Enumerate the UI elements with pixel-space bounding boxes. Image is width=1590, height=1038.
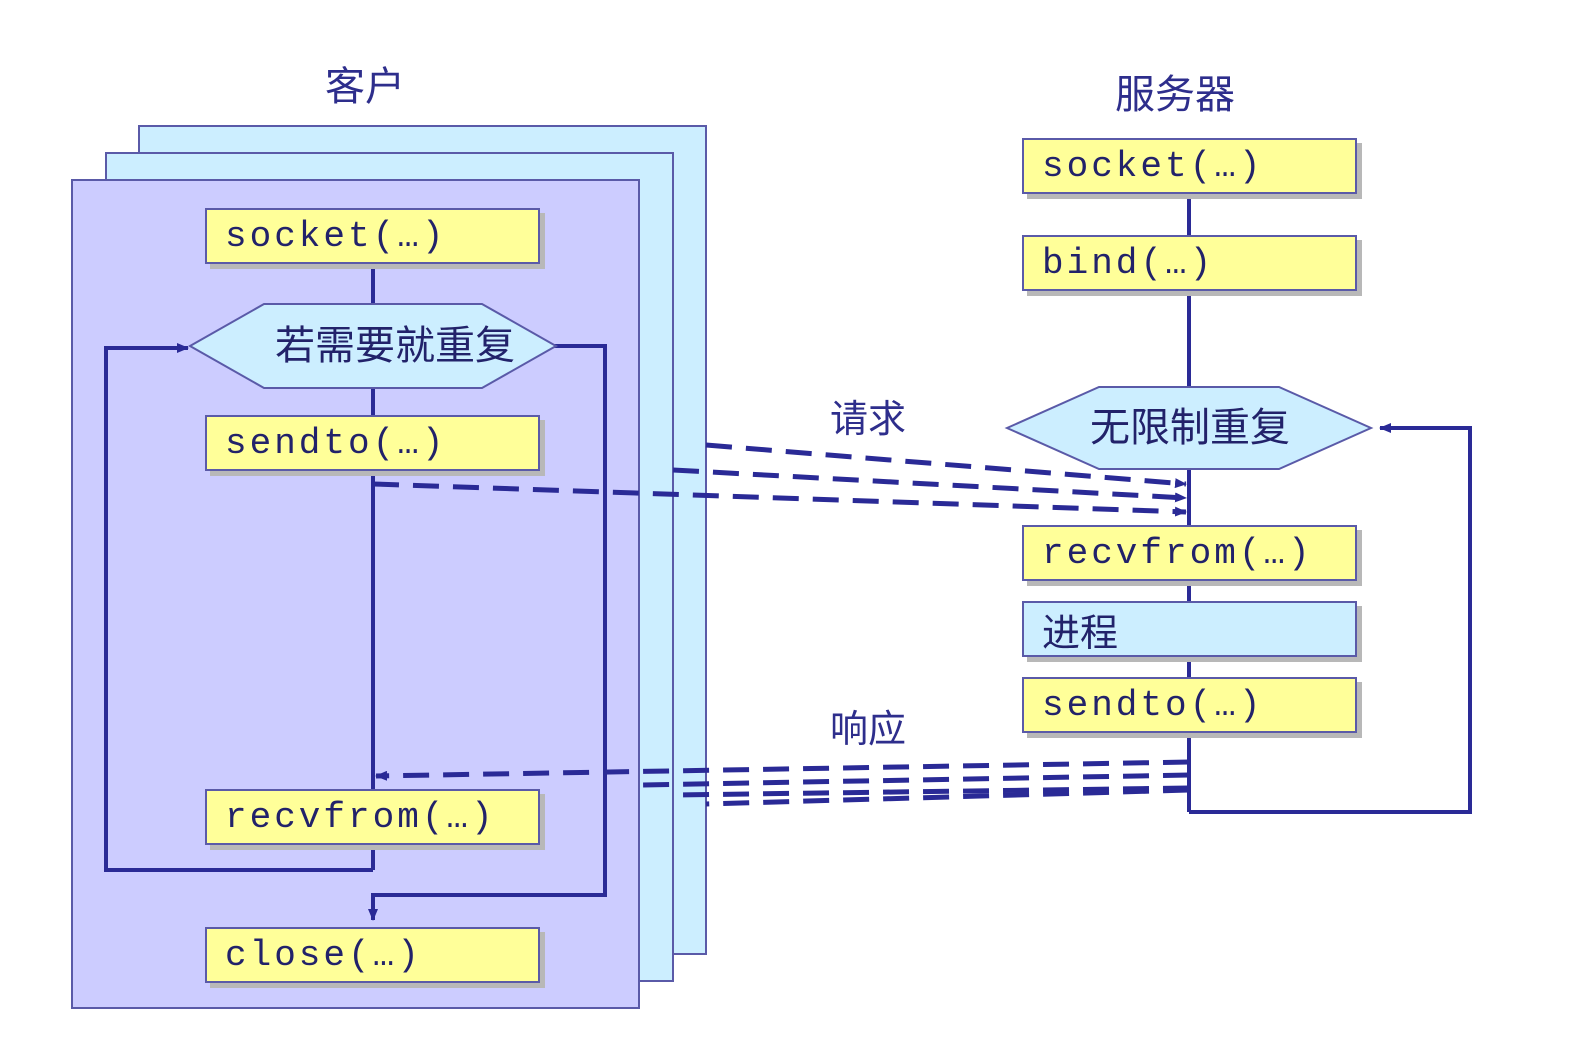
server-recvfrom-box: recvfrom(…)	[1022, 525, 1357, 581]
client-recvfrom-box: recvfrom(…)	[205, 789, 540, 845]
client-loop-label: 若需要就重复	[275, 323, 515, 369]
server-sendto-box: sendto(…)	[1022, 677, 1357, 733]
request-line-2	[672, 467, 1187, 503]
response-line-3	[672, 785, 1190, 798]
response-label: 响应	[830, 707, 907, 751]
server-loop-hexagon	[1004, 386, 1374, 470]
server-socket-box: socket(…)	[1022, 138, 1357, 194]
client-close-box: close(…)	[205, 927, 540, 983]
client-sendto-box: sendto(…)	[205, 415, 540, 471]
response-line-1	[375, 759, 1190, 781]
client-loop-hexagon	[187, 303, 559, 389]
server-loop-label: 无限制重复	[1090, 405, 1290, 451]
client-exit-path	[368, 344, 607, 921]
request-line-3	[372, 481, 1187, 517]
response-line-4	[705, 787, 1190, 807]
server-title: 服务器	[1115, 72, 1235, 118]
server-process-box: 进程	[1022, 601, 1357, 657]
client-repeat-loop	[104, 343, 373, 872]
response-line-2	[639, 772, 1190, 788]
server-bind-box: bind(…)	[1022, 235, 1357, 291]
client-title: 客户	[325, 64, 405, 110]
server-repeat-loop	[1189, 423, 1472, 814]
request-line-1	[705, 442, 1187, 489]
client-socket-box: socket(…)	[205, 208, 540, 264]
request-label: 请求	[830, 397, 907, 441]
